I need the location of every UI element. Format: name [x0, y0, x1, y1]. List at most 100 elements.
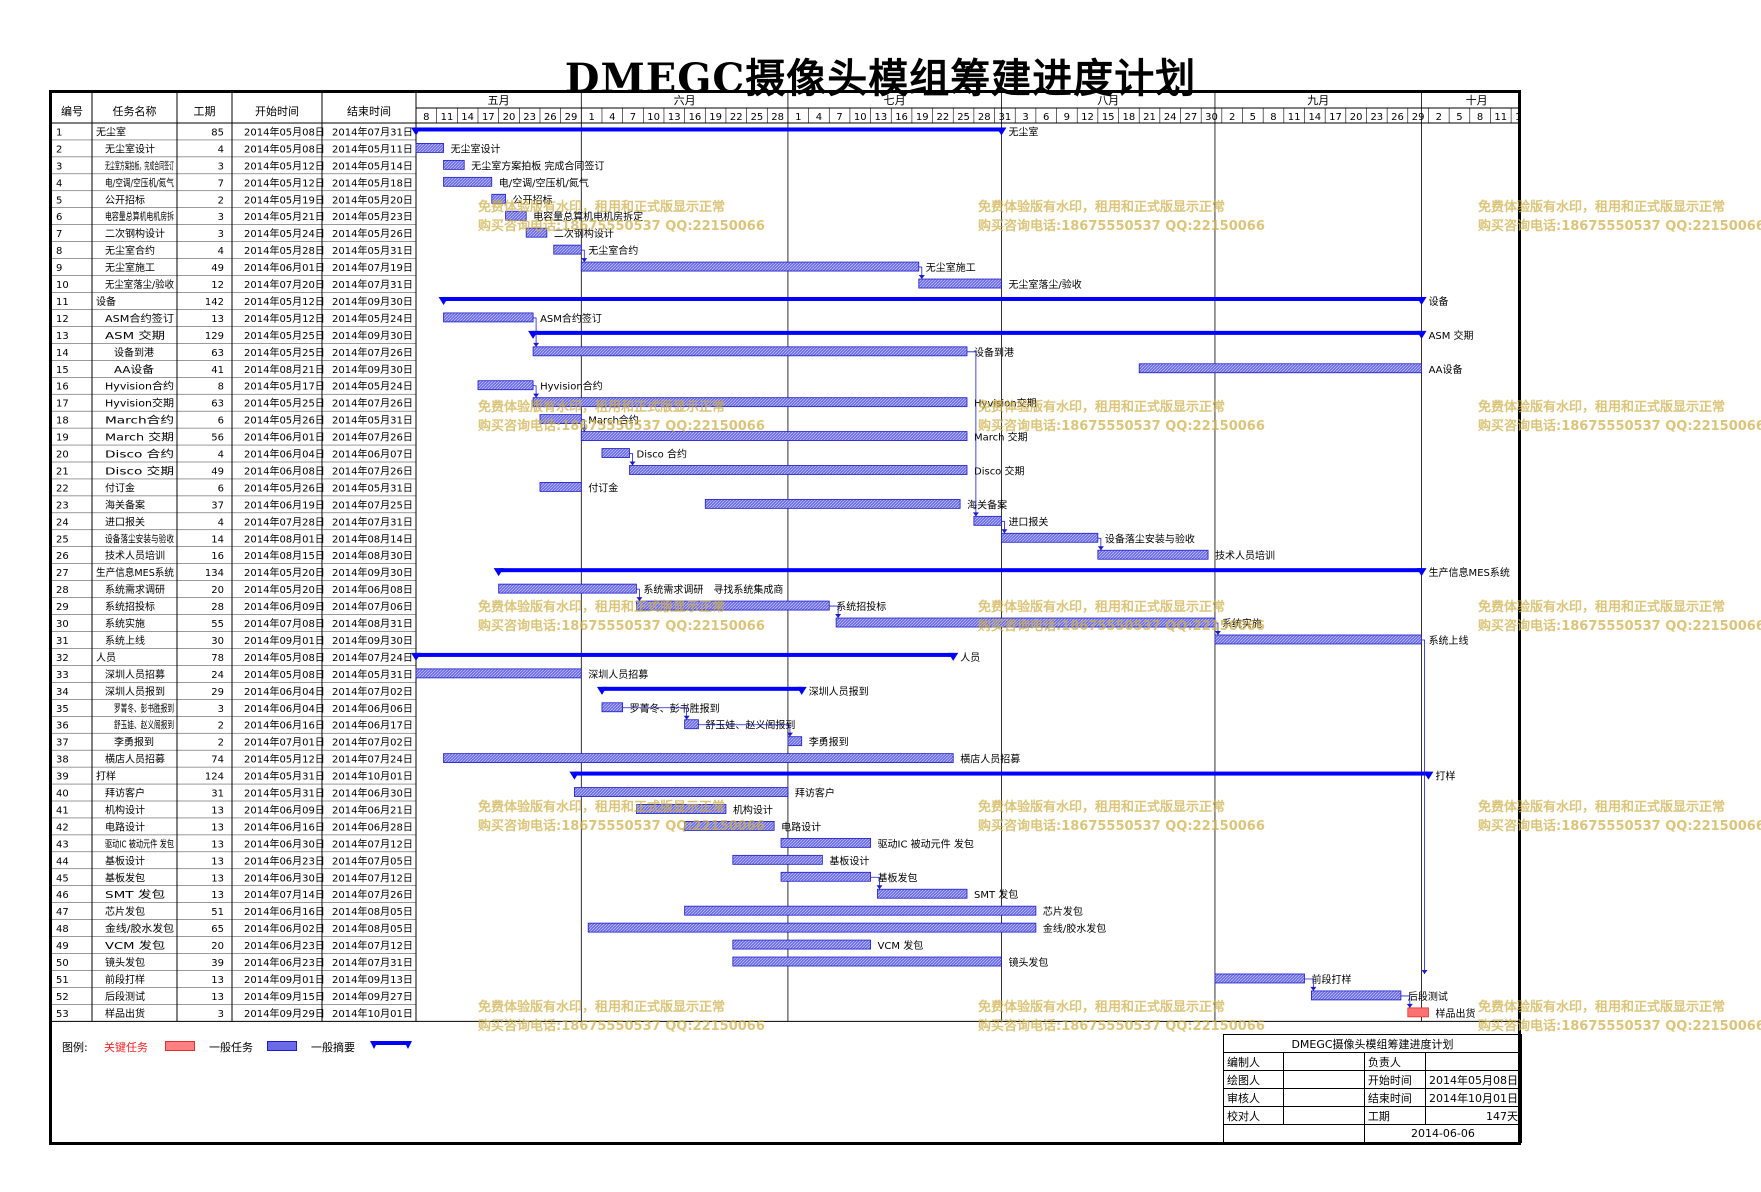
task-end: 2014年07月26日: [332, 346, 413, 359]
task-id: 43: [56, 839, 69, 850]
bar-label: March 交期: [974, 431, 1028, 444]
dependency-arrow: [786, 732, 793, 737]
task-id: 33: [56, 670, 69, 681]
task-duration: 13: [211, 856, 224, 867]
task-end: 2014年09月13日: [332, 973, 413, 986]
task-end: 2014年05月31日: [332, 414, 413, 427]
day-tick-label: 29: [1412, 112, 1425, 123]
signoff-value: 147天: [1425, 1106, 1522, 1125]
bar-label: 无尘室: [1008, 125, 1038, 138]
bar-label: 生产信息MES系统: [1429, 566, 1510, 579]
task-name: 驱动IC 被动元件 发包: [105, 837, 174, 850]
bar-label: 金线/胶水发包: [1043, 922, 1106, 935]
task-end: 2014年07月05日: [332, 854, 413, 867]
task-start: 2014年05月25日: [244, 397, 325, 410]
dependency-arrow: [581, 258, 588, 263]
task-name: AA设备: [114, 363, 154, 376]
bar-label: Hyvision交期: [974, 397, 1037, 410]
task-name: 深圳人员招募: [105, 668, 165, 681]
task-bar: [553, 244, 582, 255]
column-header: 编号: [61, 104, 83, 118]
task-id: 6: [56, 212, 62, 223]
task-name: March合约: [105, 414, 174, 427]
dependency-arrow: [918, 275, 925, 280]
task-name: 无尘室: [96, 125, 126, 138]
task-name: 公开招标: [105, 193, 145, 206]
task-end: 2014年07月31日: [332, 125, 413, 138]
month-label: 七月: [884, 94, 906, 107]
column-header: 任务名称: [113, 104, 157, 118]
summary-bar-start-cap: [438, 296, 449, 305]
task-duration: 134: [205, 568, 224, 579]
bar-label: 深圳人员招募: [588, 668, 648, 681]
summary-bar-start-cap: [569, 771, 580, 780]
bar-label: 无尘室落尘/验收: [1008, 278, 1081, 291]
dependency-arrow: [835, 614, 842, 619]
task-duration: 51: [211, 907, 224, 918]
task-name: 设备到港: [114, 346, 154, 359]
task-bar: [704, 498, 961, 509]
task-start: 2014年08月01日: [244, 532, 325, 545]
task-id: 30: [56, 619, 69, 630]
day-tick-label: 8: [423, 112, 429, 123]
task-duration: 20: [211, 941, 224, 952]
task-duration: 6: [218, 483, 224, 494]
task-start: 2014年07月28日: [244, 515, 325, 528]
day-tick-label: 19: [709, 112, 722, 123]
signoff-label: 审核人: [1222, 1088, 1285, 1107]
task-end: 2014年07月02日: [332, 685, 413, 698]
task-end: 2014年05月18日: [332, 176, 413, 189]
day-tick-label: 22: [937, 112, 950, 123]
task-name: 无尘室方案拍板，完成合同签订: [105, 159, 174, 172]
task-duration: 14: [211, 534, 224, 545]
signoff-label: 结束时间: [1363, 1088, 1427, 1107]
day-tick-label: 6: [1043, 112, 1049, 123]
summary-bar-start-cap: [411, 127, 421, 136]
task-start: 2014年05月12日: [244, 159, 325, 172]
bar-label: 付订金: [588, 481, 618, 494]
dependency-arrow: [972, 512, 979, 517]
task-start: 2014年06月04日: [244, 448, 325, 461]
task-end: 2014年05月24日: [332, 312, 413, 325]
bar-label: 无尘室合约: [588, 244, 638, 257]
task-end: 2014年07月25日: [332, 498, 413, 511]
task-duration: 13: [211, 314, 224, 325]
task-duration: 142: [205, 297, 224, 308]
task-id: 17: [56, 399, 69, 410]
task-end: 2014年09月27日: [332, 990, 413, 1003]
task-bar: [877, 888, 968, 899]
task-id: 5: [56, 195, 62, 206]
dependency-arrow: [636, 597, 643, 602]
task-bar: [498, 583, 637, 594]
task-end: 2014年07月12日: [332, 837, 413, 850]
task-duration: 63: [211, 348, 224, 359]
task-start: 2014年05月20日: [244, 583, 325, 596]
bar-label: 二次钢构设计: [554, 227, 614, 240]
day-tick-label: 25: [957, 112, 970, 123]
day-tick-label: 7: [836, 112, 842, 123]
task-name: 无尘室合约: [105, 244, 155, 257]
task-name: 电路设计: [105, 820, 145, 833]
task-bar: [580, 261, 920, 272]
day-tick-label: 12: [1081, 112, 1094, 123]
day-tick-label: 4: [609, 112, 615, 123]
bar-label: Disco 合约: [637, 448, 687, 461]
bar-label: Hyvision合约: [540, 380, 603, 393]
task-bar: [539, 482, 582, 492]
task-bar: [443, 753, 954, 764]
task-duration: 24: [211, 670, 224, 681]
task-id: 36: [56, 721, 69, 732]
task-id: 51: [56, 975, 69, 986]
task-name: 基板发包: [105, 871, 145, 884]
day-tick-label: 14: [1515, 112, 1518, 123]
bar-label: 系统需求调研 寻找系统集成商: [643, 583, 783, 596]
signoff-date: 2014-06-06: [1363, 1124, 1523, 1143]
task-bar: [787, 736, 803, 747]
task-name: 打样: [96, 770, 116, 783]
day-tick-label: 8: [1477, 112, 1483, 123]
bar-label: 后段测试: [1408, 990, 1448, 1003]
summary-bar-end-cap: [1416, 330, 1427, 339]
legend-critical-label: 关键任务: [104, 1041, 148, 1054]
task-start: 2014年05月12日: [244, 295, 325, 308]
